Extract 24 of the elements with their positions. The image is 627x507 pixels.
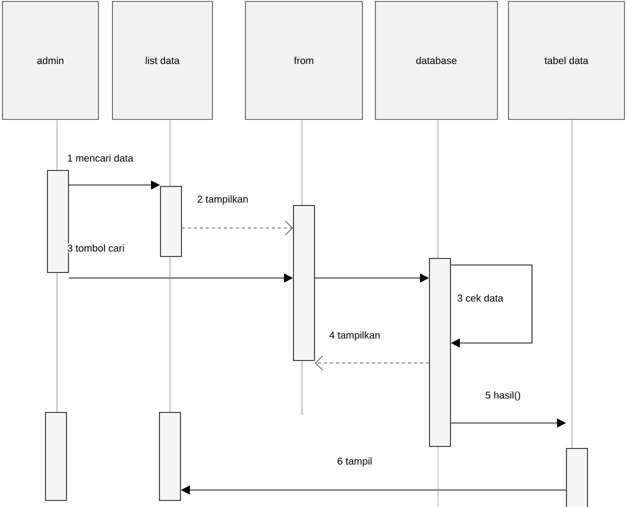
message-arrow	[182, 220, 293, 236]
activation-bar	[566, 448, 588, 507]
lifeline-header: list data	[112, 1, 213, 120]
lifeline	[56, 272, 58, 412]
message-label: 6 tampil	[336, 456, 374, 468]
activation-bar	[429, 258, 451, 447]
message-label: 4 tampilkan	[328, 330, 382, 342]
lifeline-header: tabel data	[508, 1, 625, 120]
message-label: 5 hasil()	[484, 390, 522, 402]
activation-bar	[45, 412, 67, 501]
self-message-arrow	[450, 264, 532, 348]
activation-bar	[159, 412, 181, 501]
activation-bar	[293, 205, 315, 361]
lifeline-header: admin	[2, 1, 99, 120]
message-arrow	[314, 356, 430, 370]
lifeline	[56, 120, 58, 170]
message-label: 1 mencari data	[66, 153, 134, 163]
activation-bar	[47, 170, 69, 273]
activation-bar	[160, 186, 182, 257]
message-label: 3 cek data	[456, 293, 504, 303]
message-label: 3 tombol cari	[66, 243, 126, 253]
lifeline-header: from	[245, 1, 363, 120]
message-label: 2 tampilkan	[196, 194, 250, 206]
lifeline-header: database	[375, 1, 498, 120]
